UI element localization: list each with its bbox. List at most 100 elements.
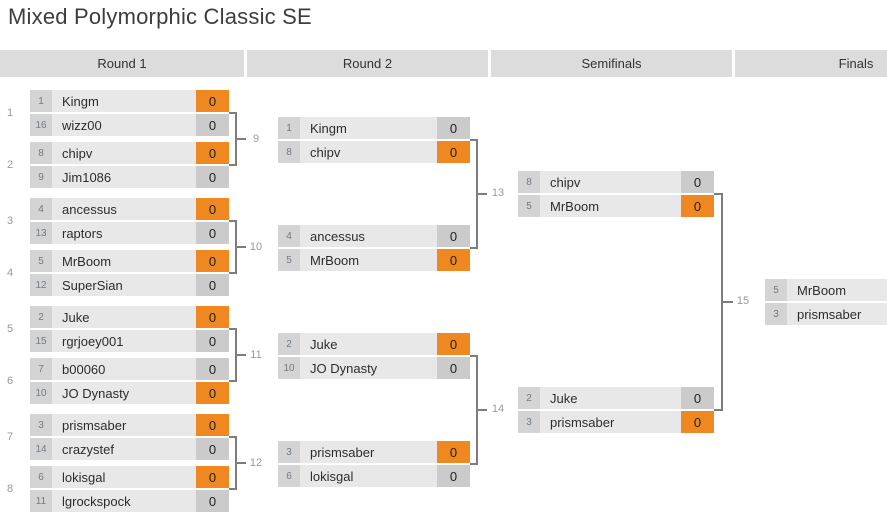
player-row[interactable]: 6 lokisgal 0 xyxy=(30,466,229,488)
score-box: 0 xyxy=(437,225,470,247)
player-name: rgrjoey001 xyxy=(62,333,124,349)
match-number: 10 xyxy=(249,241,263,253)
player-row[interactable]: 6 lokisgal 0 xyxy=(278,465,470,487)
player-row[interactable]: 8 chipv 0 xyxy=(518,171,714,193)
player-row[interactable]: 7 b00060 0 xyxy=(30,358,229,380)
player-row[interactable]: 16 wizz00 0 xyxy=(30,114,229,136)
match-6: 7 b00060 0 10 JO Dynasty 0 xyxy=(30,358,229,404)
match-number: 6 xyxy=(6,375,14,387)
connector xyxy=(237,138,246,140)
match-10: 4 ancessus 0 5 MrBoom 0 xyxy=(278,225,470,271)
score-box: 0 xyxy=(437,441,470,463)
score-box: 0 xyxy=(196,414,229,436)
player-row[interactable]: 8 chipv 0 xyxy=(278,141,470,163)
score-box: 0 xyxy=(196,250,229,272)
player-name: chipv xyxy=(310,144,341,160)
player-name: Juke xyxy=(310,336,338,352)
seed-badge: 14 xyxy=(30,438,52,460)
seed-badge: 6 xyxy=(30,466,52,488)
seed-badge: 2 xyxy=(30,306,52,328)
player-row[interactable]: 4 ancessus 0 xyxy=(30,198,229,220)
player-row[interactable]: 10 JO Dynasty 0 xyxy=(278,357,470,379)
score-box: 0 xyxy=(437,141,470,163)
player-name: lokisgal xyxy=(62,469,106,485)
player-row[interactable]: 13 raptors 0 xyxy=(30,222,229,244)
seed-badge: 3 xyxy=(518,411,540,433)
score-box: 0 xyxy=(196,222,229,244)
match-number: 13 xyxy=(491,187,505,199)
seed-badge: 16 xyxy=(30,114,52,136)
player-row[interactable]: 1 Kingm 0 xyxy=(278,117,470,139)
player-name: SuperSian xyxy=(62,277,123,293)
player-row[interactable]: 2 Juke 0 xyxy=(30,306,229,328)
player-row[interactable]: 10 JO Dynasty 0 xyxy=(30,382,229,404)
player-name: prismsaber xyxy=(62,417,127,433)
player-row[interactable]: 3 prismsaber 0 xyxy=(518,411,714,433)
player-name: ancessus xyxy=(310,228,365,244)
match-number: 5 xyxy=(6,323,14,335)
match-number: 14 xyxy=(491,403,505,415)
seed-badge: 10 xyxy=(30,382,52,404)
match-number: 11 xyxy=(250,349,262,361)
match-number: 12 xyxy=(249,457,263,469)
score-box: 0 xyxy=(437,333,470,355)
player-row[interactable]: 1 Kingm 0 xyxy=(30,90,229,112)
seed-badge: 5 xyxy=(278,249,300,271)
player-row[interactable]: 5 MrBoom 0 xyxy=(30,250,229,272)
player-row[interactable]: 9 Jim1086 0 xyxy=(30,166,229,188)
score-box: 0 xyxy=(196,490,229,512)
match-number: 1 xyxy=(6,107,14,119)
player-row[interactable]: 2 Juke 0 xyxy=(278,333,470,355)
player-name: chipv xyxy=(550,174,581,190)
player-row[interactable]: 3 prismsaber 0 xyxy=(278,441,470,463)
player-row[interactable]: 3 prismsaber 0 xyxy=(30,414,229,436)
player-row[interactable]: 14 crazystef 0 xyxy=(30,438,229,460)
player-row[interactable]: 5 MrBoom 0 xyxy=(278,249,470,271)
connector xyxy=(478,409,487,411)
player-row[interactable]: 11 lgrockspock 0 xyxy=(30,490,229,512)
seed-badge: 3 xyxy=(278,441,300,463)
player-name: prismsaber xyxy=(550,414,615,430)
player-name: MrBoom xyxy=(550,198,600,214)
round-header-semifinals: Semifinals xyxy=(491,50,732,77)
score-box: 0 xyxy=(437,465,470,487)
seed-badge: 3 xyxy=(765,303,787,325)
player-name: Juke xyxy=(62,309,90,325)
match-2: 8 chipv 0 9 Jim1086 0 xyxy=(30,142,229,188)
player-row[interactable]: 8 chipv 0 xyxy=(30,142,229,164)
player-name: lgrockspock xyxy=(62,493,131,509)
player-row[interactable]: 4 ancessus 0 xyxy=(278,225,470,247)
score-box: 0 xyxy=(681,171,714,193)
seed-badge: 2 xyxy=(518,387,540,409)
connector xyxy=(470,355,478,465)
seed-badge: 8 xyxy=(30,142,52,164)
match-12: 3 prismsaber 0 6 lokisgal 0 xyxy=(278,441,470,487)
score-box: 0 xyxy=(681,411,714,433)
score-box: 0 xyxy=(196,438,229,460)
player-name: lokisgal xyxy=(310,468,354,484)
match-3: 4 ancessus 0 13 raptors 0 xyxy=(30,198,229,244)
match-15: 5 MrBoom 3 prismsaber xyxy=(765,279,887,325)
player-row[interactable]: 5 MrBoom 0 xyxy=(518,195,714,217)
player-row[interactable]: 5 MrBoom xyxy=(765,279,887,301)
player-name: wizz00 xyxy=(62,117,102,133)
match-number: 3 xyxy=(6,215,14,227)
seed-badge: 12 xyxy=(30,274,52,296)
seed-badge: 9 xyxy=(30,166,52,188)
match-8: 6 lokisgal 0 11 lgrockspock 0 xyxy=(30,466,229,512)
match-7: 3 prismsaber 0 14 crazystef 0 xyxy=(30,414,229,460)
connector xyxy=(229,220,237,274)
score-box: 0 xyxy=(196,330,229,352)
match-11: 2 Juke 0 10 JO Dynasty 0 xyxy=(278,333,470,379)
match-number: 8 xyxy=(6,483,14,495)
player-name: Kingm xyxy=(62,93,99,109)
seed-badge: 10 xyxy=(278,357,300,379)
player-row[interactable]: 2 Juke 0 xyxy=(518,387,714,409)
player-row[interactable]: 12 SuperSian 0 xyxy=(30,274,229,296)
score-box: 0 xyxy=(196,198,229,220)
page-title: Mixed Polymorphic Classic SE xyxy=(8,4,312,29)
match-5: 2 Juke 0 15 rgrjoey001 0 xyxy=(30,306,229,352)
round-header-round2: Round 2 xyxy=(247,50,488,77)
player-row[interactable]: 15 rgrjoey001 0 xyxy=(30,330,229,352)
player-row[interactable]: 3 prismsaber xyxy=(765,303,887,325)
